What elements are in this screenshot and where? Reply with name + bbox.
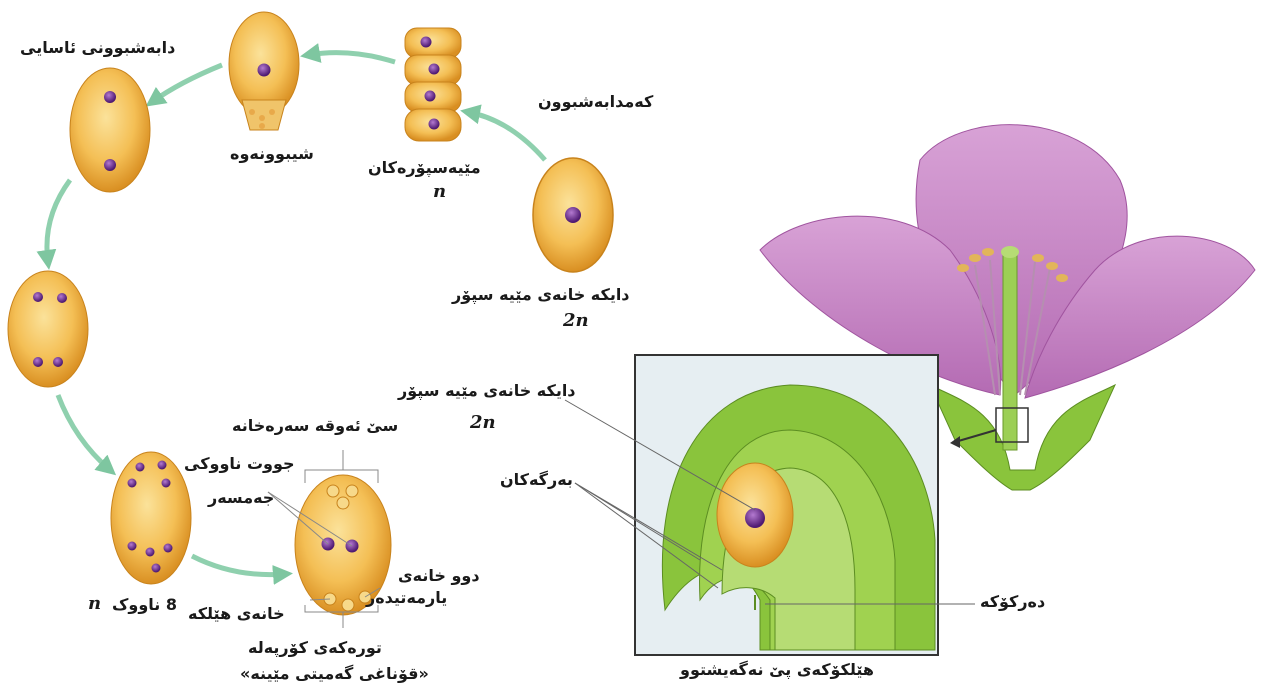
- arrow-two-to-four: [47, 180, 70, 262]
- two-nucleate-cell: [70, 68, 150, 192]
- ovule-inset: [635, 355, 938, 655]
- label-mother-cell-inset-ploidy: 2n: [470, 414, 496, 432]
- arrow-mother-to-megaspores: [468, 112, 545, 160]
- label-polar-nuclei: جووت ناووکی: [184, 456, 295, 472]
- label-degeneration: شیبوونەوە: [230, 146, 314, 162]
- arrow-megaspores-to-degeneration: [308, 53, 395, 62]
- label-synergids-line1: دوو خانەی: [398, 568, 480, 584]
- label-central: جەمسەر: [208, 490, 274, 506]
- label-embryo-sac-line2: «قۆناغی گەمیتی مێینە»: [240, 666, 429, 682]
- label-mother-cell-inset: دایکە خانەی مێیە سپۆر: [398, 383, 576, 399]
- label-egg-cell: خانەی هێلکە: [188, 606, 285, 622]
- four-nucleate-cell: [8, 271, 88, 387]
- label-meiosis: کەمدابەشبوون: [538, 94, 653, 110]
- arrow-four-to-eight: [58, 395, 110, 470]
- mother-cell: [533, 158, 613, 272]
- label-embryo-sac-line1: تورەکەی کۆرپەلە: [248, 640, 382, 656]
- eight-nucleate-cell: [111, 452, 191, 584]
- arrow-eight-to-sac: [192, 556, 285, 575]
- label-eight-nuclei: 8 ناووک: [112, 597, 177, 613]
- label-megaspores-ploidy: n: [433, 183, 446, 201]
- degenerating-cell: [229, 12, 299, 130]
- label-antipodal: سێ ئەوقە سەرەخانە: [232, 418, 398, 434]
- label-ovule-caption: هێلکۆکەی پێ نەگەیشتوو: [680, 662, 874, 678]
- label-eight-nuclei-ploidy: n: [88, 595, 101, 613]
- label-synergids-line2: یارمەتیدەر: [366, 590, 447, 606]
- label-mother-cell-ploidy: 2n: [563, 312, 589, 330]
- label-integuments: بەرگەکان: [500, 472, 573, 488]
- label-micropyle: دەرکۆکە: [980, 594, 1045, 610]
- label-abnormal-division: دابەشبوونی ئاسایی: [20, 40, 175, 56]
- label-megaspores: مێیەسپۆرەکان: [368, 160, 481, 176]
- arrow-degeneration-to-mitosis: [152, 65, 222, 102]
- megaspores-stack: [405, 28, 461, 141]
- label-mother-cell: دایکە خانەی مێیە سپۆر: [452, 287, 630, 303]
